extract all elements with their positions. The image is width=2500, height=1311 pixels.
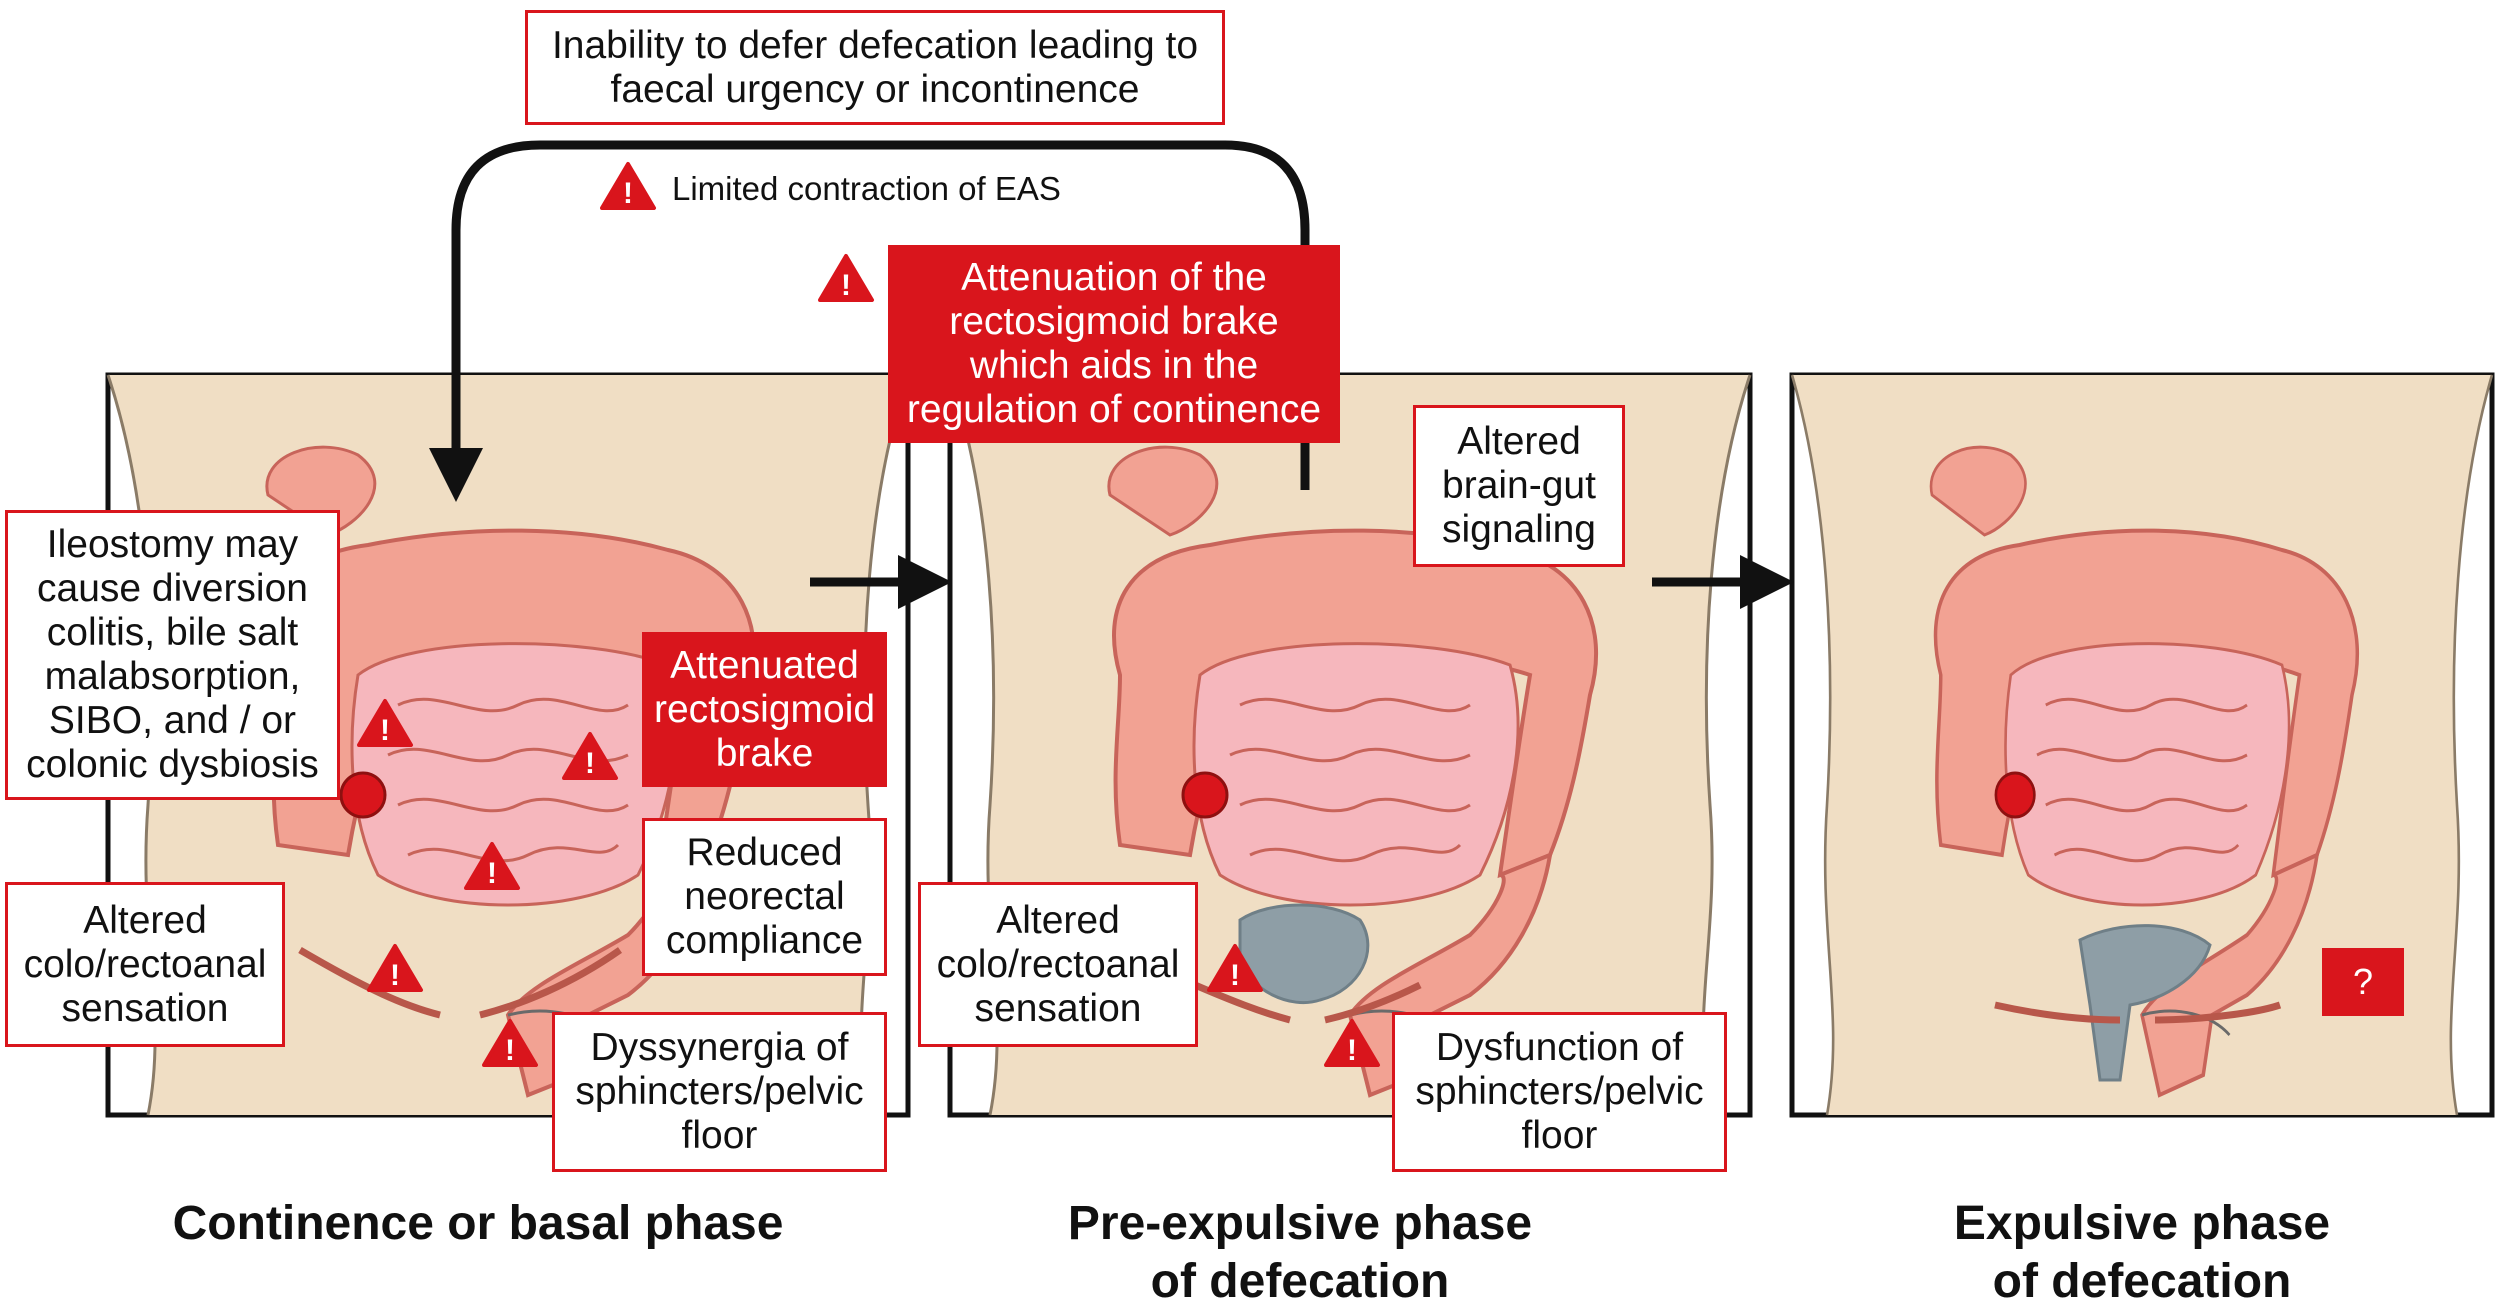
top-box-text: Inability to defer defecation leading to… — [551, 23, 1199, 111]
svg-text:!: ! — [841, 269, 851, 302]
svg-text:!: ! — [390, 959, 400, 992]
warning-icon: ! — [464, 842, 520, 890]
phase-label-2: Pre-expulsive phase of defecation — [1067, 1197, 1533, 1308]
eas-note-text: Limited contraction of EAS — [672, 170, 1061, 207]
warning-icon: ! — [367, 944, 423, 992]
dyssynergia-box: Dyssynergia of sphincters/pelvic floor — [552, 1012, 887, 1172]
eas-note: Limited contraction of EAS — [672, 170, 1061, 208]
altered-sensation-text-2: Altered colo/rectoanal sensation — [936, 898, 1180, 1030]
warning-icon: ! — [600, 162, 656, 210]
warning-icon: ! — [1207, 944, 1263, 992]
brake-box-text: Attenuation of the rectosigmoid brake wh… — [906, 256, 1322, 431]
svg-text:!: ! — [487, 857, 497, 890]
svg-text:!: ! — [585, 747, 595, 780]
altered-sensation-box-1: Altered colo/rectoanal sensation — [5, 882, 285, 1047]
ileostomy-text: Ileostomy may cause diversion colitis, b… — [26, 523, 319, 786]
svg-text:!: ! — [623, 177, 633, 210]
unknown-badge: ? — [2322, 948, 2404, 1016]
flow-arrows — [429, 140, 1794, 609]
unknown-text: ? — [2352, 961, 2374, 1002]
phase-label-3: Expulsive phase of defecation — [1953, 1197, 2331, 1308]
svg-text:!: ! — [1230, 959, 1240, 992]
phase-label-1: Continence or basal phase — [172, 1197, 784, 1250]
brain-gut-text: Altered brain-gut signaling — [1442, 420, 1596, 551]
attenuated-brake-text: Attenuated rectosigmoid brake — [653, 643, 876, 775]
warning-icons: ! ! ! ! ! ! ! ! ! — [357, 162, 1380, 1067]
top-box: Inability to defer defecation leading to… — [525, 10, 1225, 125]
feedback-loop-line — [451, 140, 1310, 490]
altered-sensation-box-2: Altered colo/rectoanal sensation — [918, 882, 1198, 1047]
svg-text:!: ! — [1347, 1034, 1357, 1067]
warning-icon: ! — [482, 1019, 538, 1067]
warning-icon: ! — [1324, 1019, 1380, 1067]
warning-icon: ! — [818, 254, 874, 302]
ileostomy-box: Ileostomy may cause diversion colitis, b… — [5, 510, 340, 800]
attenuated-brake-box: Attenuated rectosigmoid brake — [642, 632, 887, 787]
brake-box: Attenuation of the rectosigmoid brake wh… — [888, 245, 1340, 443]
reduced-compliance-text: Reduced neorectal compliance — [665, 831, 864, 962]
dysfunction-text: Dysfunction of sphincters/pelvic floor — [1415, 1026, 1704, 1157]
reduced-compliance-box: Reduced neorectal compliance — [642, 818, 887, 976]
svg-text:!: ! — [505, 1034, 515, 1067]
altered-sensation-text-1: Altered colo/rectoanal sensation — [23, 898, 267, 1030]
warning-icon: ! — [357, 699, 413, 747]
brain-gut-box: Altered brain-gut signaling — [1413, 405, 1625, 567]
svg-text:!: ! — [380, 714, 390, 747]
dysfunction-box: Dysfunction of sphincters/pelvic floor — [1392, 1012, 1727, 1172]
warning-icon: ! — [562, 732, 618, 780]
dyssynergia-text: Dyssynergia of sphincters/pelvic floor — [575, 1026, 864, 1157]
